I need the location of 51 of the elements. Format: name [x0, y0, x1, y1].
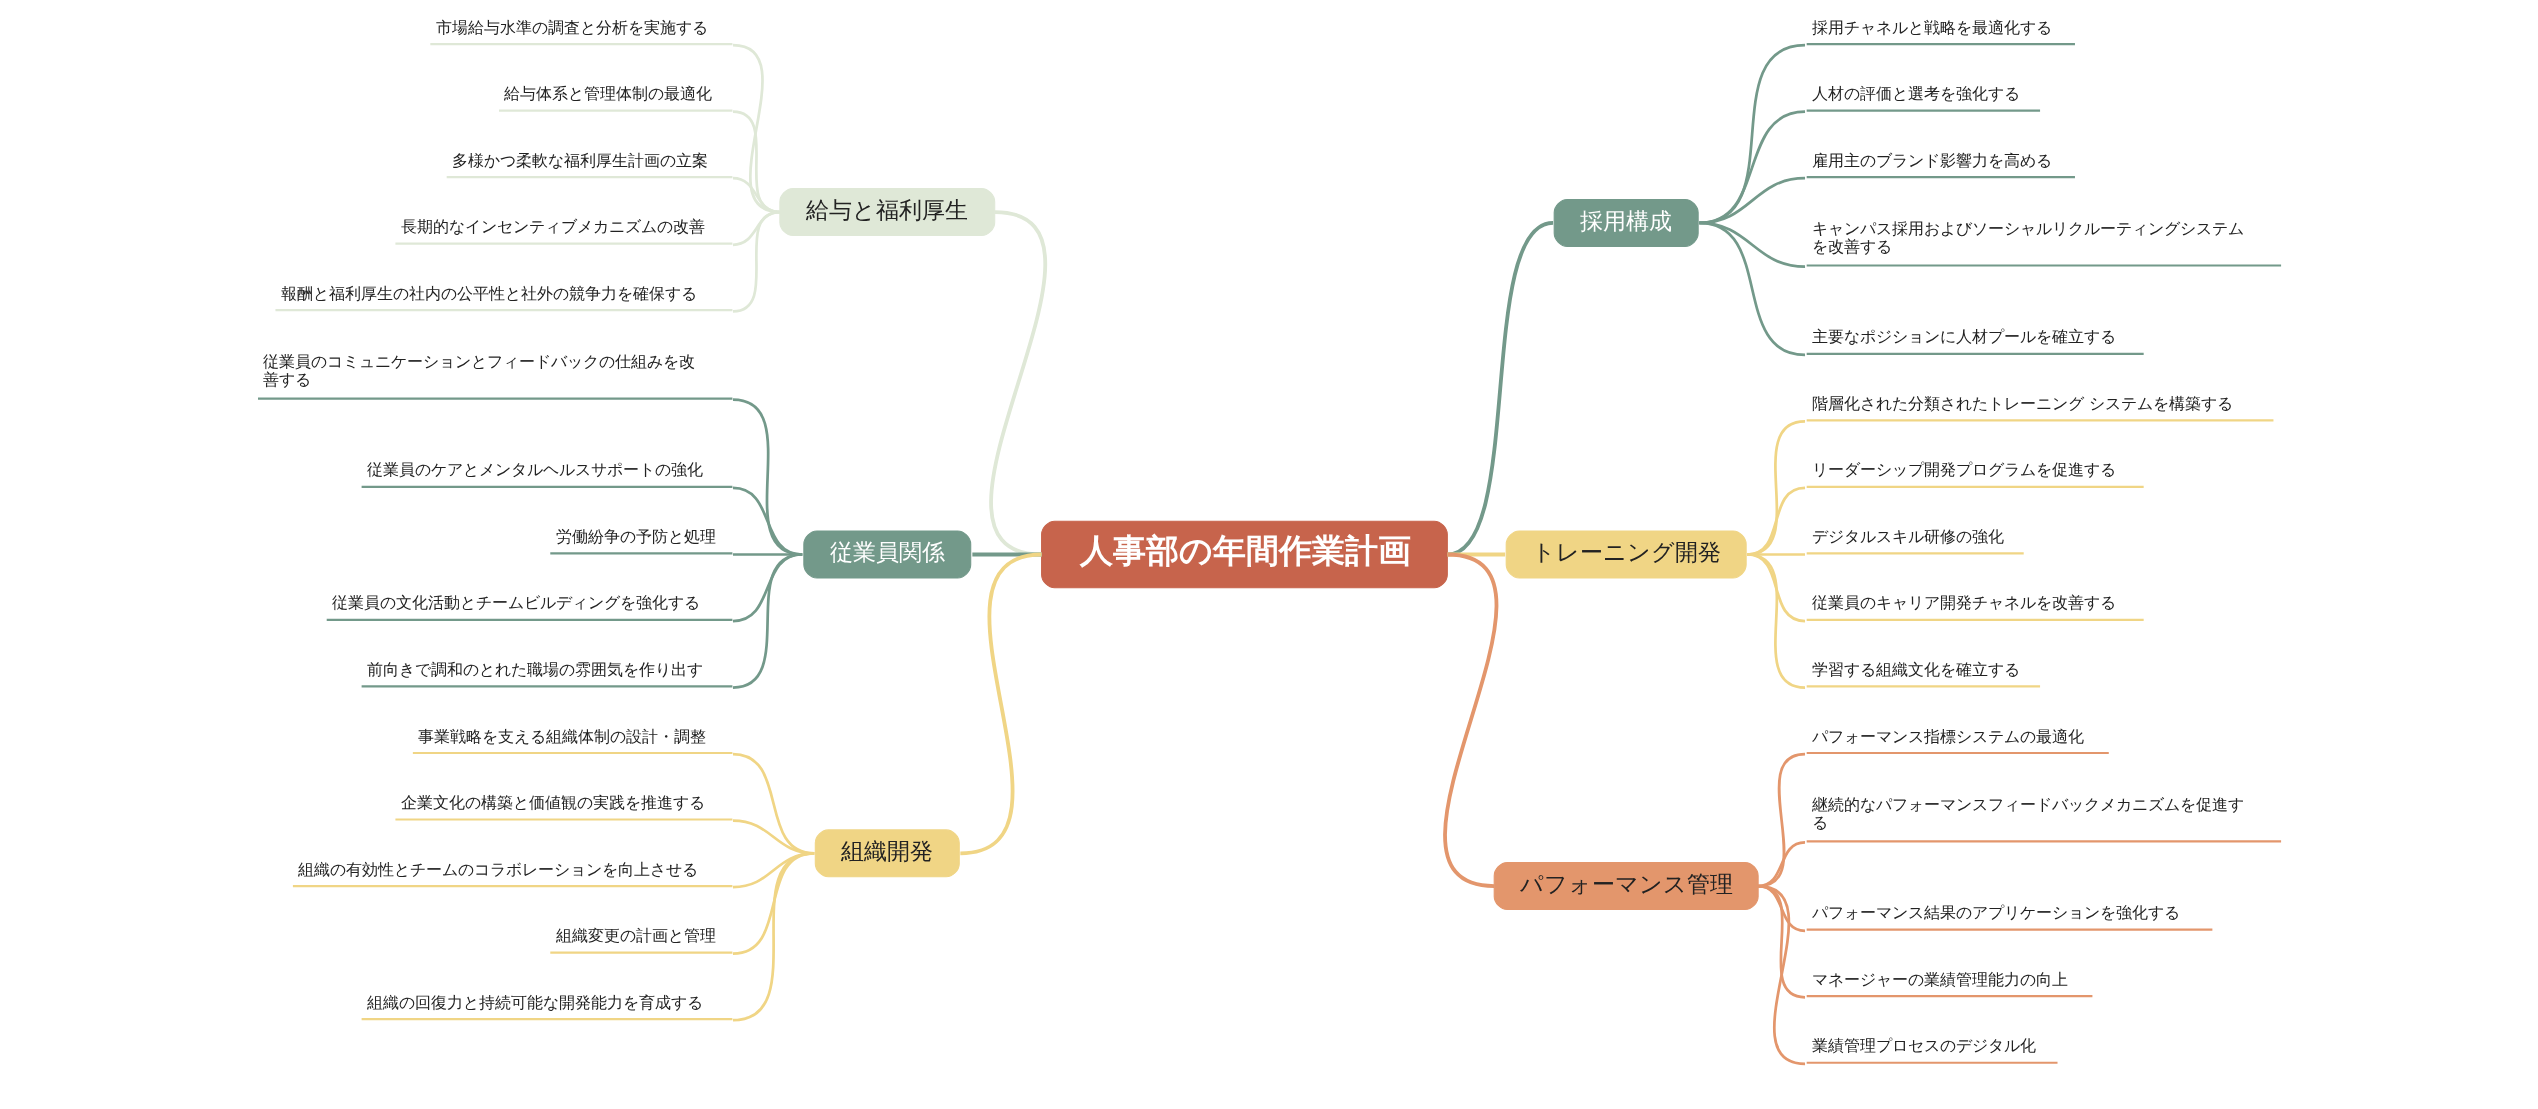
- node-text: 長期的なインセンティブメカニズムの改善: [400, 217, 705, 237]
- node-box: パフォーマンス管理: [1493, 862, 1759, 911]
- node-text: 人材の評価と選考を強化する: [1812, 84, 2021, 104]
- node-text: キャンパス採用およびソーシャルリクルーティングシステムを改善する: [1812, 218, 2245, 257]
- node-text: 事業戦略を支える組織体制の設計・調整: [418, 726, 707, 746]
- node-box: 採用構成: [1553, 198, 1699, 247]
- node-text: 組織変更の計画と管理: [555, 926, 716, 946]
- node-text: デジタルスキル研修の強化: [1812, 526, 2005, 546]
- node-text: 主要なポジションに人材プールを確立する: [1812, 327, 2117, 347]
- connector: [1443, 552, 1499, 888]
- connector: [732, 110, 781, 214]
- node-text: 業績管理プロセスのデジタル化: [1812, 1036, 2037, 1056]
- node-text: 従業員のケアとメンタルヘルスサポートの強化: [367, 460, 704, 480]
- node-text: 従業員の文化活動とチームビルディングを強化する: [332, 593, 701, 613]
- connector: [1699, 221, 1806, 357]
- node-text: パフォーマンス指標システムの最適化: [1812, 726, 2085, 746]
- node-text: 報酬と福利厚生の社内の公平性と社外の競争力を確保する: [280, 283, 697, 303]
- node-box: 人事部の年間作業計画: [1041, 520, 1448, 589]
- node-text: 企業文化の構築と価値観の実践を推進する: [400, 793, 705, 813]
- node-box: 給与と福利厚生: [779, 188, 996, 237]
- node-box: トレーニング開発: [1505, 530, 1747, 579]
- node-text: 給与体系と管理体制の最適化: [504, 84, 713, 104]
- connector: [1746, 553, 1806, 689]
- node-box: 従業員関係: [803, 530, 972, 579]
- node-text: 市場給与水準の調査と分析を実施する: [435, 17, 708, 37]
- node-text: 雇用主のブランド影響力を高める: [1812, 150, 2053, 170]
- connector: [1757, 884, 1806, 1066]
- node-text: 従業員のコミュニケーションとフィードバックの仕組みを改善する: [263, 351, 696, 390]
- node-text: リーダーシップ開発プログラムを促進する: [1812, 460, 2117, 480]
- node-text: 学習する組織文化を確立する: [1812, 660, 2021, 680]
- node-text: 継続的なパフォーマンスフィードバックメカニズムを促進する: [1812, 794, 2245, 833]
- node-text: 階層化された分類されたトレーニング システムを構築する: [1812, 393, 2234, 413]
- node-text: 前向きで調和のとれた職場の雰囲気を作り出す: [367, 660, 704, 680]
- node-text: 組織の回復力と持続可能な開発能力を育成する: [367, 992, 704, 1012]
- connector: [1757, 752, 1806, 888]
- node-text: 採用チャネルと戦略を最適化する: [1812, 17, 2053, 37]
- node-text: パフォーマンス結果のアプリケーションを強化する: [1812, 903, 2181, 923]
- node-box: 組織開発: [814, 829, 960, 878]
- node-text: マネージャーの業績管理能力の向上: [1812, 969, 2069, 989]
- node-text: 多様かつ柔軟な福利厚生計画の立案: [452, 150, 709, 170]
- connector: [732, 43, 781, 214]
- connector: [1699, 176, 1806, 225]
- connector: [732, 553, 803, 689]
- node-text: 組織の有効性とチームのコラボレーションを向上させる: [298, 859, 699, 879]
- connector: [1757, 841, 1806, 888]
- node-text: 従業員のキャリア開発チャネルを改善する: [1812, 593, 2117, 613]
- connector: [732, 852, 815, 1022]
- connector: [1699, 43, 1806, 225]
- connector: [1699, 110, 1806, 225]
- node-text: 労働紛争の予防と処理: [555, 526, 716, 546]
- connector: [732, 176, 780, 214]
